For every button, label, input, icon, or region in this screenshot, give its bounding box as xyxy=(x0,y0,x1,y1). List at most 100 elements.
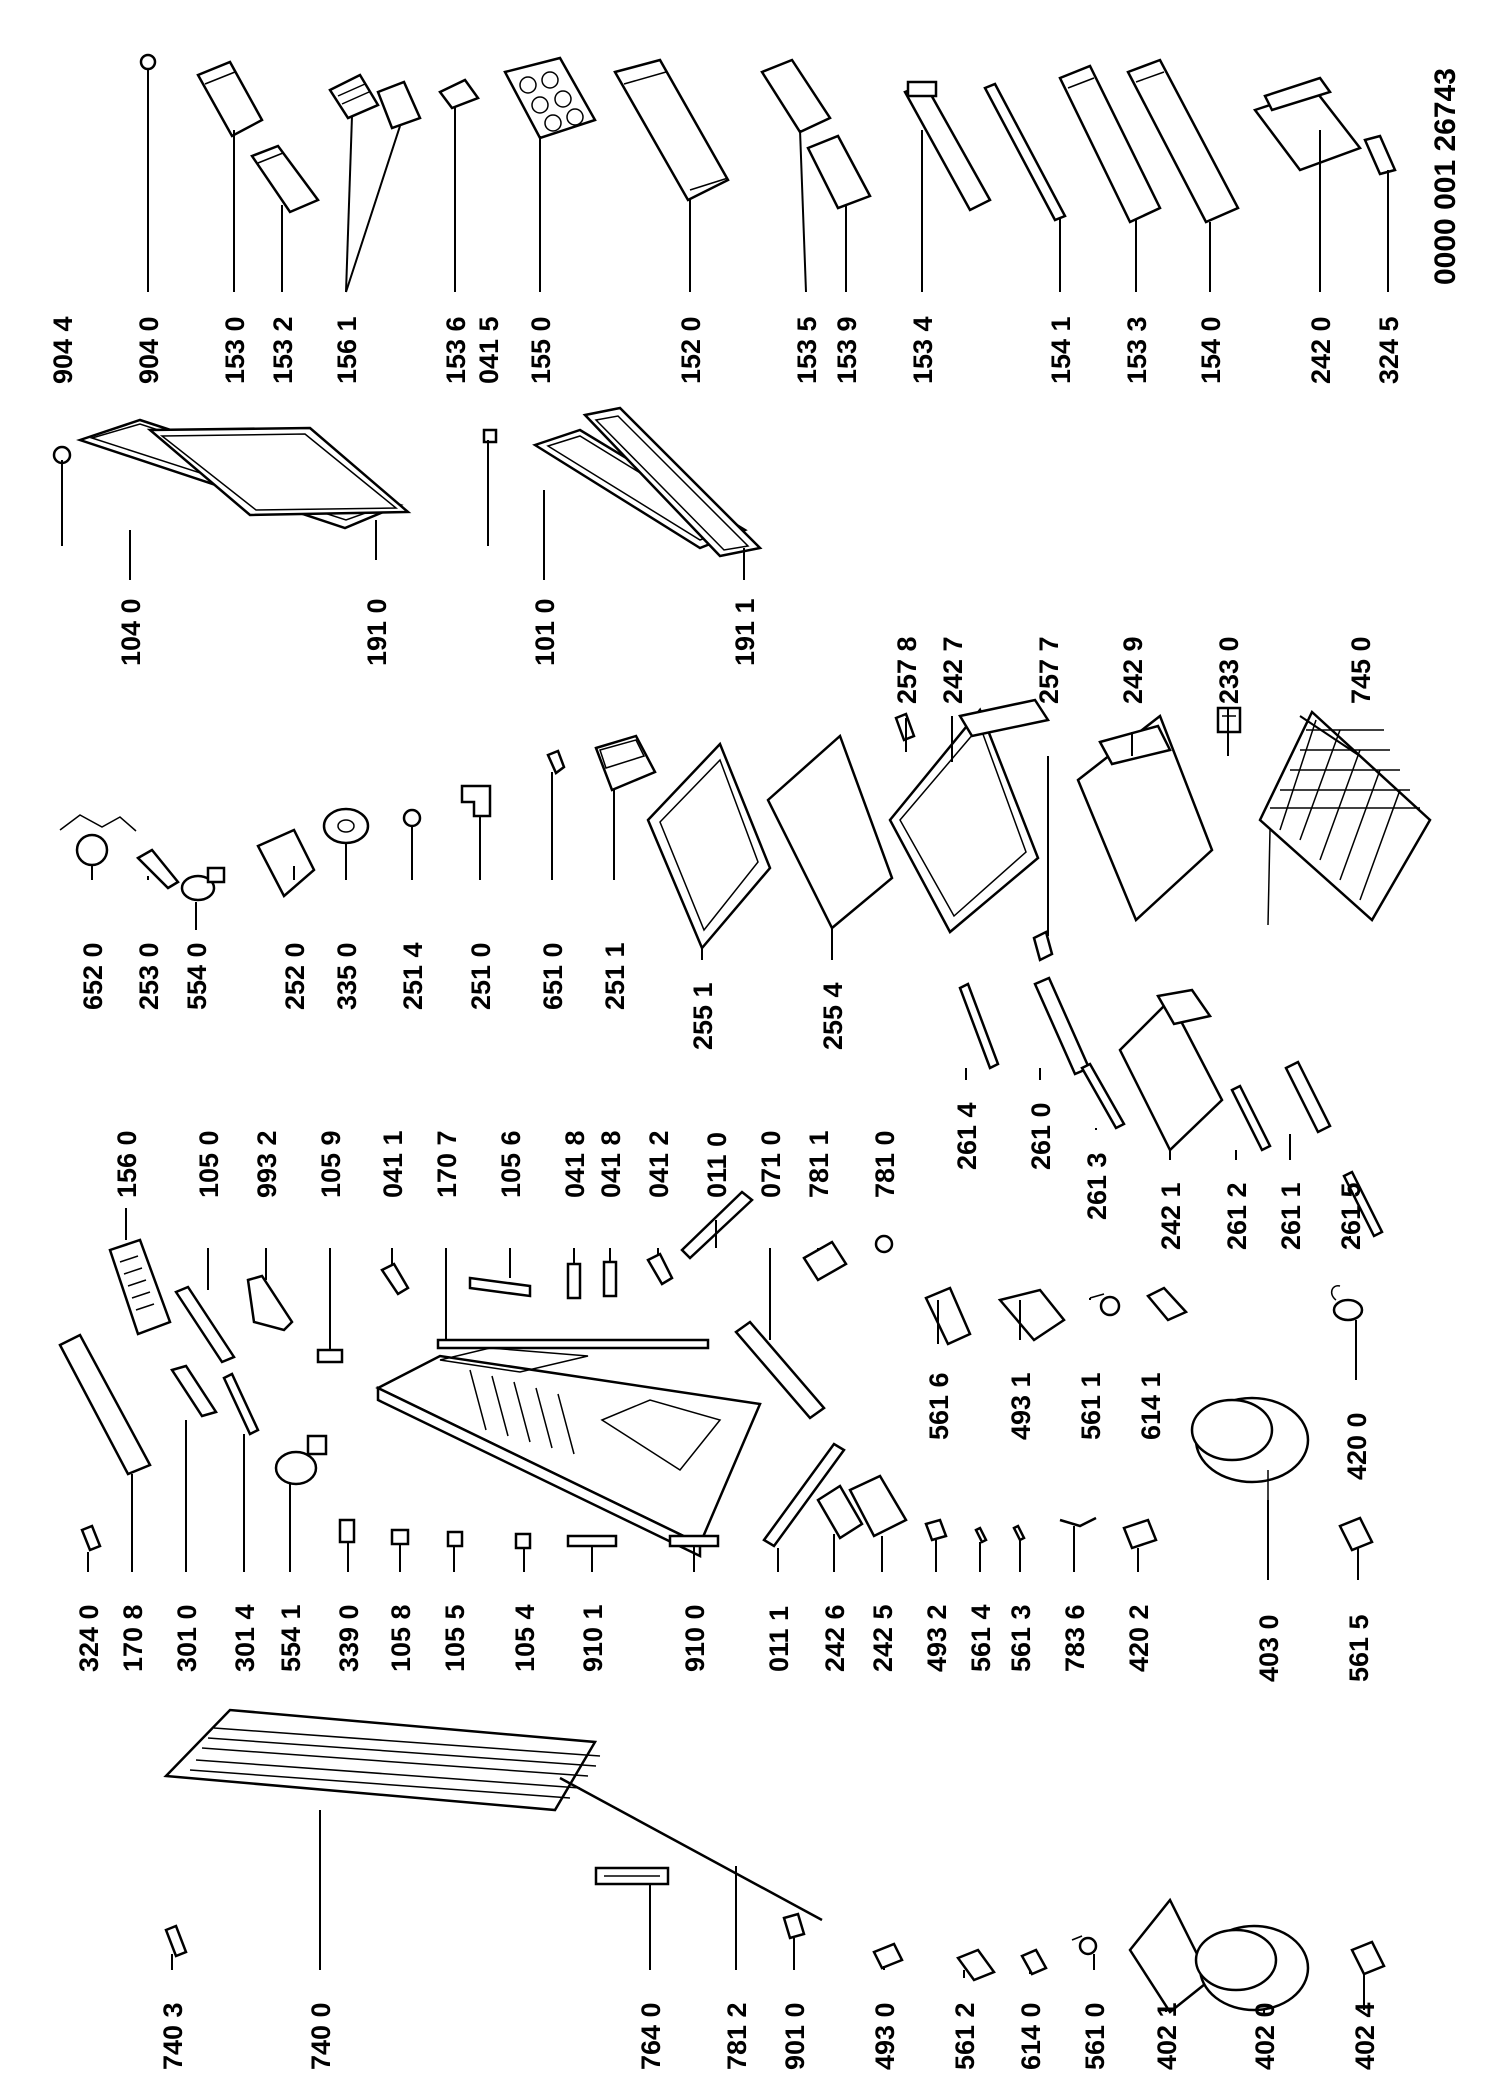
part-152-0 xyxy=(613,58,730,202)
label-783-6: 783 6 xyxy=(1060,1604,1090,1672)
part-242-0 xyxy=(1252,76,1363,172)
label-740-0: 740 0 xyxy=(306,2002,336,2070)
part-041-8-b xyxy=(602,1260,618,1298)
part-614-1 xyxy=(1146,1286,1189,1322)
label-105-5: 105 5 xyxy=(440,1604,470,1672)
part-261-2 xyxy=(1230,1084,1272,1152)
label-251-4: 251 4 xyxy=(398,942,428,1010)
label-242-7: 242 7 xyxy=(938,636,968,704)
label-153-4: 153 4 xyxy=(908,316,938,384)
label-152-0: 152 0 xyxy=(676,316,706,384)
part-493-2 xyxy=(924,1518,948,1542)
label-261-0: 261 0 xyxy=(1026,1102,1056,1170)
part-740-3 xyxy=(164,1924,188,1958)
part-105-8 xyxy=(390,1528,410,1546)
part-261-3 xyxy=(1080,1062,1126,1130)
part-402-4 xyxy=(1350,1940,1386,1976)
label-904-4: 904 4 xyxy=(48,316,78,384)
part-781-2 xyxy=(559,1776,823,1922)
label-242-9: 242 9 xyxy=(1118,636,1148,704)
label-011-1: 011 1 xyxy=(764,1606,794,1672)
label-335-0: 335 0 xyxy=(332,942,362,1010)
part-191-1-door-gasket xyxy=(582,406,763,558)
leader-lines xyxy=(61,70,1389,2014)
label-105-8: 105 8 xyxy=(386,1604,416,1672)
part-drawings xyxy=(52,53,1432,2014)
label-910-0: 910 0 xyxy=(680,1604,710,1672)
part-561-4 xyxy=(974,1526,988,1544)
label-261-1: 261 1 xyxy=(1276,1182,1306,1250)
part-493-1 xyxy=(997,1288,1066,1342)
part-154-1 xyxy=(983,82,1067,222)
label-105-9: 105 9 xyxy=(316,1130,346,1198)
part-261-0 xyxy=(1033,976,1091,1076)
label-402-1: 402 1 xyxy=(1152,2002,1182,2070)
part-745-0-wire-basket xyxy=(1258,709,1432,926)
part-242-9-drawer xyxy=(1076,713,1214,923)
label-153-0: 153 0 xyxy=(220,316,250,384)
label-781-2: 781 2 xyxy=(722,2002,752,2070)
label-154-0: 154 0 xyxy=(1196,316,1226,384)
label-257-7: 257 7 xyxy=(1034,636,1064,704)
label-155-0: 155 0 xyxy=(526,316,556,384)
part-153-0 xyxy=(196,60,264,138)
part-904-0 xyxy=(139,53,157,71)
part-170-7 xyxy=(436,1338,710,1350)
part-614-0 xyxy=(1020,1948,1048,1976)
part-251-4 xyxy=(402,808,422,828)
label-104-0: 104 0 xyxy=(116,598,146,666)
label-170-7: 170 7 xyxy=(432,1130,462,1198)
label-041-8-b: 041 8 xyxy=(596,1130,626,1198)
part-156-1 xyxy=(328,73,422,130)
part-420-2 xyxy=(1122,1518,1158,1550)
label-153-9: 153 9 xyxy=(832,316,862,384)
part-261-4 xyxy=(958,982,1000,1070)
label-154-1: 154 1 xyxy=(1046,316,1076,384)
part-253-0 xyxy=(135,848,180,890)
part-652-0 xyxy=(59,814,137,867)
label-764-0: 764 0 xyxy=(636,2002,666,2070)
label-614-1: 614 1 xyxy=(1136,1372,1166,1440)
part-153-9 xyxy=(806,134,872,210)
part-403-0-compressor xyxy=(1190,1396,1310,1500)
part-041-1 xyxy=(380,1262,410,1296)
part-561-5 xyxy=(1338,1516,1374,1552)
part-561-0 xyxy=(1071,1935,1098,1956)
label-740-3: 740 3 xyxy=(158,2002,188,2070)
label-252-0: 252 0 xyxy=(280,942,310,1010)
label-561-5: 561 5 xyxy=(1344,1614,1374,1682)
label-041-8-a: 041 8 xyxy=(560,1130,590,1198)
label-101-0: 101 0 xyxy=(530,598,560,666)
part-252-0 xyxy=(256,828,316,898)
part-041-5 xyxy=(482,428,498,444)
part-242-6 xyxy=(816,1484,864,1540)
label-561-0: 561 0 xyxy=(1080,2002,1110,2070)
part-261-5 xyxy=(1342,1170,1384,1238)
label-420-0: 420 0 xyxy=(1342,1412,1372,1480)
part-339-0 xyxy=(338,1518,356,1544)
label-781-0: 781 0 xyxy=(870,1130,900,1198)
part-251-1 xyxy=(594,734,657,792)
part-191-0-door-gasket xyxy=(146,426,412,517)
part-105-4 xyxy=(514,1532,532,1550)
part-155-0 xyxy=(503,56,597,140)
label-561-1: 561 1 xyxy=(1076,1372,1106,1440)
part-554-1 xyxy=(274,1434,328,1486)
label-233-0: 233 0 xyxy=(1214,636,1244,704)
label-242-0: 242 0 xyxy=(1306,316,1336,384)
part-153-2 xyxy=(250,144,320,214)
part-251-0 xyxy=(460,784,492,818)
label-242-1: 242 1 xyxy=(1156,1182,1186,1250)
label-324-0: 324 0 xyxy=(74,1604,104,1672)
part-255-1 xyxy=(646,741,772,951)
label-301-4: 301 4 xyxy=(230,1604,260,1672)
part-740-0-condenser xyxy=(163,1708,601,1812)
part-105-9 xyxy=(316,1348,344,1364)
label-301-0: 301 0 xyxy=(172,1604,202,1672)
label-904-0: 904 0 xyxy=(134,316,164,384)
label-781-1: 781 1 xyxy=(804,1130,834,1198)
part-324-0 xyxy=(80,1524,102,1552)
part-335-0 xyxy=(322,807,370,845)
part-011-1 xyxy=(762,1442,846,1548)
